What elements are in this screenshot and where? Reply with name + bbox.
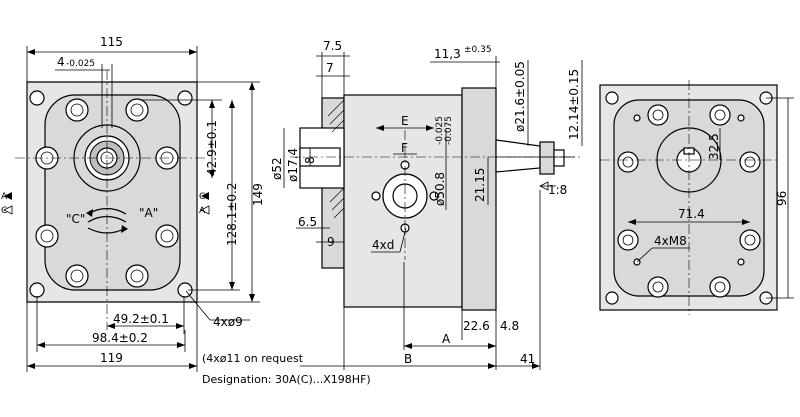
dim-71-4: 71.4 xyxy=(678,207,705,221)
dim-50-8-tol-lower: -0.075 xyxy=(444,116,454,145)
dim-A: A xyxy=(442,332,451,346)
port-a-label: "A" xyxy=(139,206,158,220)
dim-52: ø52 xyxy=(270,157,284,180)
svg-text:C: C xyxy=(1,206,7,216)
bolt-heads xyxy=(35,98,179,288)
front-view: "C" "A" 115 4 -0.025 42.9±0.1 128.1±0.2 xyxy=(1,35,265,372)
dim-11-3-tol: ±0.35 xyxy=(464,45,492,55)
dim-50-8-tol-upper: -0.025 xyxy=(435,116,445,145)
mount-hole-tl xyxy=(29,90,45,106)
dim-128-1: 128.1±0.2 xyxy=(225,183,239,247)
side-rear-cover xyxy=(461,87,497,311)
section-markers: A C C A xyxy=(1,192,210,216)
dim-E: E xyxy=(401,114,409,128)
dim-4: 4 xyxy=(57,55,65,69)
dim-B: B xyxy=(404,352,412,366)
side-view: 7.5 7 11,3 ±0.35 ø21.6±0.05 12.14±0.15 E… xyxy=(270,39,583,370)
dim-42-9: 42.9±0.1 xyxy=(205,120,219,176)
designation-note: Designation: 30A(C)...X198HF) xyxy=(202,373,371,386)
m8-hole-2 xyxy=(737,114,745,122)
request-note: (4xø11 on request xyxy=(202,352,304,365)
dim-7-5: 7.5 xyxy=(323,39,342,53)
dim-9: 9 xyxy=(327,235,335,249)
dim-149: 149 xyxy=(251,183,265,206)
holes-label: 4xø9 xyxy=(213,315,243,329)
dim-8: 8 xyxy=(303,156,317,164)
front-flange-inner xyxy=(44,94,181,291)
dim-F: F xyxy=(401,141,408,155)
dim-21-6: ø21.6±0.05 xyxy=(513,61,527,132)
port-thread-hole-right xyxy=(429,191,439,201)
dim-119: 119 xyxy=(100,351,123,365)
dim-11-3: 11,3 xyxy=(434,47,461,61)
mount-hole-bl xyxy=(29,282,45,298)
dim-50-8: ø50.8 xyxy=(433,172,447,206)
dim-4-tol: -0.025 xyxy=(66,59,95,69)
dim-7: 7 xyxy=(326,61,334,75)
dim-115: 115 xyxy=(100,35,123,49)
port-threads-label: 4xd xyxy=(372,238,394,252)
m8-hole-1 xyxy=(633,114,641,122)
dim-96: 96 xyxy=(775,191,789,206)
dim-98-4: 98.4±0.2 xyxy=(92,331,148,345)
mount-hole-tr xyxy=(177,90,193,106)
dim-22-6: 22.6 xyxy=(463,319,490,333)
dim-12-14: 12.14±0.15 xyxy=(567,69,581,140)
port-c-label: "C" xyxy=(66,212,85,226)
rear-view: 32.5 96 71.4 4xM8 xyxy=(599,80,794,315)
svg-text:C: C xyxy=(199,192,205,202)
dim-4-8: 4.8 xyxy=(500,319,519,333)
dim-49-2: 49.2±0.1 xyxy=(113,312,169,326)
svg-text:A: A xyxy=(1,192,8,202)
dim-32-5: 32.5 xyxy=(707,133,721,160)
dim-21-15: 21.15 xyxy=(473,168,487,202)
taper-label: 1:8 xyxy=(548,183,567,197)
threads-label: 4xM8 xyxy=(654,234,687,248)
dim-41: 41 xyxy=(520,352,535,366)
dim-6-5: 6.5 xyxy=(298,215,317,229)
dim-17-4: ø17.4 xyxy=(286,148,300,182)
m8-hole-4 xyxy=(737,258,745,266)
port-thread-hole-left xyxy=(371,191,381,201)
svg-text:A: A xyxy=(199,206,206,216)
rear-bolt-heads xyxy=(617,104,761,298)
